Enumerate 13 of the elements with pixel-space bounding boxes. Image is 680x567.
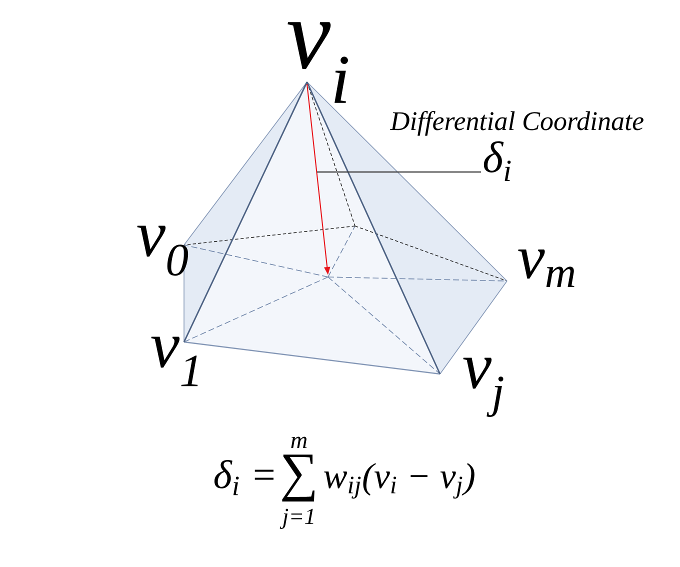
vertex-label: v$_{j}$	[463, 358, 504, 417]
vertex-label: v$_{i}$	[288, 22, 348, 103]
annotation-text: Differential Coordinate	[390, 111, 644, 136]
formula-text: δ$_{i}$ =	[214, 460, 274, 496]
vertex-label: v$_{m}$	[518, 250, 574, 288]
vertex-label: v$_{1}$	[151, 336, 198, 386]
formula-text: w$_{ij}$(v$_{i}$ − v$_{j}$)	[324, 463, 474, 499]
leader-line	[317, 171, 481, 173]
vertex-label: v$_{0}$	[137, 226, 188, 276]
sum-sign: ∑	[282, 454, 314, 502]
sum-limit: j=1	[280, 508, 314, 529]
symbol-label: δ$_{i}$	[484, 141, 511, 181]
sum-limit: m	[291, 436, 307, 448]
